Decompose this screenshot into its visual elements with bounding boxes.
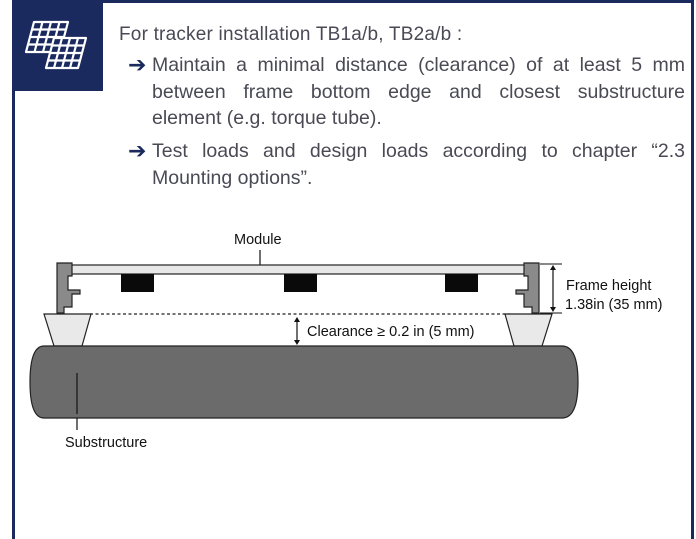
- torque-tube: [29, 345, 579, 419]
- clamp-left: [43, 313, 92, 347]
- intro-text: For tracker installation TB1a/b, TB2a/b …: [119, 24, 463, 45]
- module-glass: [69, 264, 528, 275]
- arrow-right-icon: ➔: [128, 138, 147, 163]
- frame-left: [56, 262, 81, 314]
- arrow-right-icon: ➔: [128, 52, 147, 77]
- clearance-label: Clearance ≥ 0.2 in (5 mm): [307, 324, 475, 340]
- substructure-label: Substructure: [65, 435, 147, 451]
- module-label: Module: [234, 232, 282, 248]
- frame-right: [515, 262, 540, 314]
- bullet-test-loads: ➔ Test loads and design loads according …: [128, 138, 688, 192]
- backrail: [284, 274, 317, 292]
- solar-panels-icon: [24, 20, 88, 70]
- backrail: [445, 274, 478, 292]
- frame-height-label-line1: Frame height: [566, 278, 651, 294]
- clamp-right: [504, 313, 553, 347]
- panel-border: [12, 0, 694, 539]
- solar-panels-icon-box: [12, 0, 103, 91]
- backrail: [121, 274, 154, 292]
- bullet-text: Test loads and design loads according to…: [152, 140, 685, 189]
- frame-height-label-line2: 1.38in (35 mm): [565, 297, 663, 313]
- bullet-text: Maintain a minimal distance (clearance) …: [152, 54, 685, 129]
- bullet-clearance: ➔ Maintain a minimal distance (clearance…: [128, 52, 688, 132]
